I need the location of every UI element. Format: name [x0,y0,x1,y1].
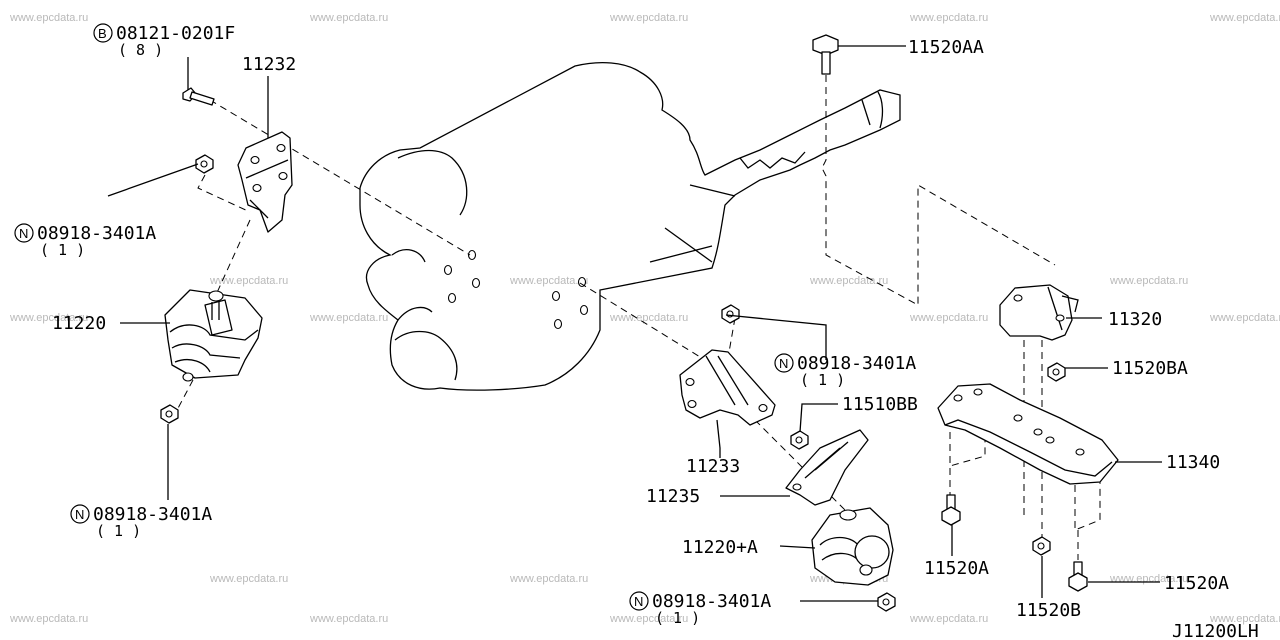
quantity-label: ( 1 ) [655,609,700,627]
watermark-text: www.epcdata.ru [609,312,688,324]
quantity-label: ( 1 ) [96,522,141,540]
callout-prefix-n: N [75,507,84,522]
watermark-text: www.epcdata.ru [309,312,388,324]
part-number-08121-0201F: 08121-0201F [116,23,235,44]
part-number-11520AA: 11520AA [908,37,984,58]
part-number-08918-3401A: 08918-3401A [93,504,212,525]
engine-mount-11220-icon [164,289,263,382]
part-number-08918-3401A: 08918-3401A [797,353,916,374]
callout-08918-3401A-center: N 08918-3401A ( 1 ) [774,353,916,389]
watermark-text: www.epcdata.ru [1209,312,1280,324]
bolt-11520A-left-icon [941,494,961,526]
nut-11520B-icon [1032,536,1051,556]
watermark-text: www.epcdata.ru [609,613,688,625]
part-number-11520A: 11520A [924,558,989,579]
diagram-code: J11200LH [1172,621,1259,640]
part-number-11510BB: 11510BB [842,394,918,415]
engine-mount-11220A-icon [811,507,894,586]
callout-08918-3401A-lower-left: N 08918-3401A ( 1 ) [70,504,212,540]
part-number-11340: 11340 [1166,452,1220,473]
watermark-text: www.epcdata.ru [909,12,988,24]
part-number-11520A: 11520A [1164,573,1229,594]
bolt-11520AA-icon [812,34,839,75]
watermark-text: www.epcdata.ru [909,312,988,324]
part-number-08918-3401A: 08918-3401A [652,591,771,612]
watermark-text: www.epcdata.ru [1209,12,1280,24]
watermark-text: www.epcdata.ru [909,613,988,625]
callout-prefix-n: N [634,594,643,609]
quantity-label: ( 1 ) [40,241,85,259]
watermark-text: www.epcdata.ru [1109,275,1188,287]
callout-prefix-n: N [779,356,788,371]
part-number-11235: 11235 [646,486,700,507]
nut-08918-center-icon [721,304,740,324]
bracket-11235-icon [785,429,869,506]
bracket-11233-icon [679,349,776,426]
solid-leader-lines [107,45,1162,602]
bolt-08121-icon [182,87,215,106]
watermark-text: www.epcdata.ru [9,312,88,324]
part-number-11520BA: 11520BA [1112,358,1188,379]
bracket-11320-icon [999,284,1079,341]
watermark-text: www.epcdata.ru [309,12,388,24]
watermark-text: www.epcdata.ru [509,573,588,585]
watermark-text: www.epcdata.ru [809,275,888,287]
part-number-11232: 11232 [242,54,296,75]
watermark-text: www.epcdata.ru [209,275,288,287]
watermark-text: www.epcdata.ru [9,12,88,24]
nut-11510BB-icon [790,430,809,450]
watermark-text: www.epcdata.ru [509,275,588,287]
part-number-11520B: 11520B [1016,600,1081,621]
part-number-11233: 11233 [686,456,740,477]
callout-08918-3401A-upper-left: N 08918-3401A ( 1 ) [14,223,156,259]
nut-11520BA-icon [1047,362,1066,382]
callout-08918-3401A-bottom: N 08918-3401A ( 1 ) [629,591,771,627]
nut-08918-bottom-icon [877,592,896,612]
part-number-11320: 11320 [1108,309,1162,330]
part-number-11220-plus-a: 11220+A [682,537,758,558]
nut-08918-upper-left-icon [195,154,214,174]
callout-prefix-n: N [19,226,28,241]
part-number-11220: 11220 [52,313,106,334]
part-number-08918-3401A: 08918-3401A [37,223,156,244]
bolt-11520A-right-icon [1068,561,1088,592]
watermark-text: www.epcdata.ru [609,12,688,24]
crossmember-11340-icon [937,383,1119,485]
engine-transmission-outline [359,62,901,391]
callout-08121-0201F: B 08121-0201F ( 8 ) [93,23,235,59]
nut-08918-lower-left-icon [160,404,179,424]
watermark-text: www.epcdata.ru [9,613,88,625]
watermark-text: www.epcdata.ru [1209,613,1280,625]
bracket-11232-icon [237,131,293,233]
quantity-label: ( 1 ) [800,371,845,389]
quantity-label: ( 8 ) [118,41,163,59]
watermark-text: www.epcdata.ru [209,573,288,585]
watermark-text: www.epcdata.ru [309,613,388,625]
callout-prefix-b: B [98,26,107,41]
